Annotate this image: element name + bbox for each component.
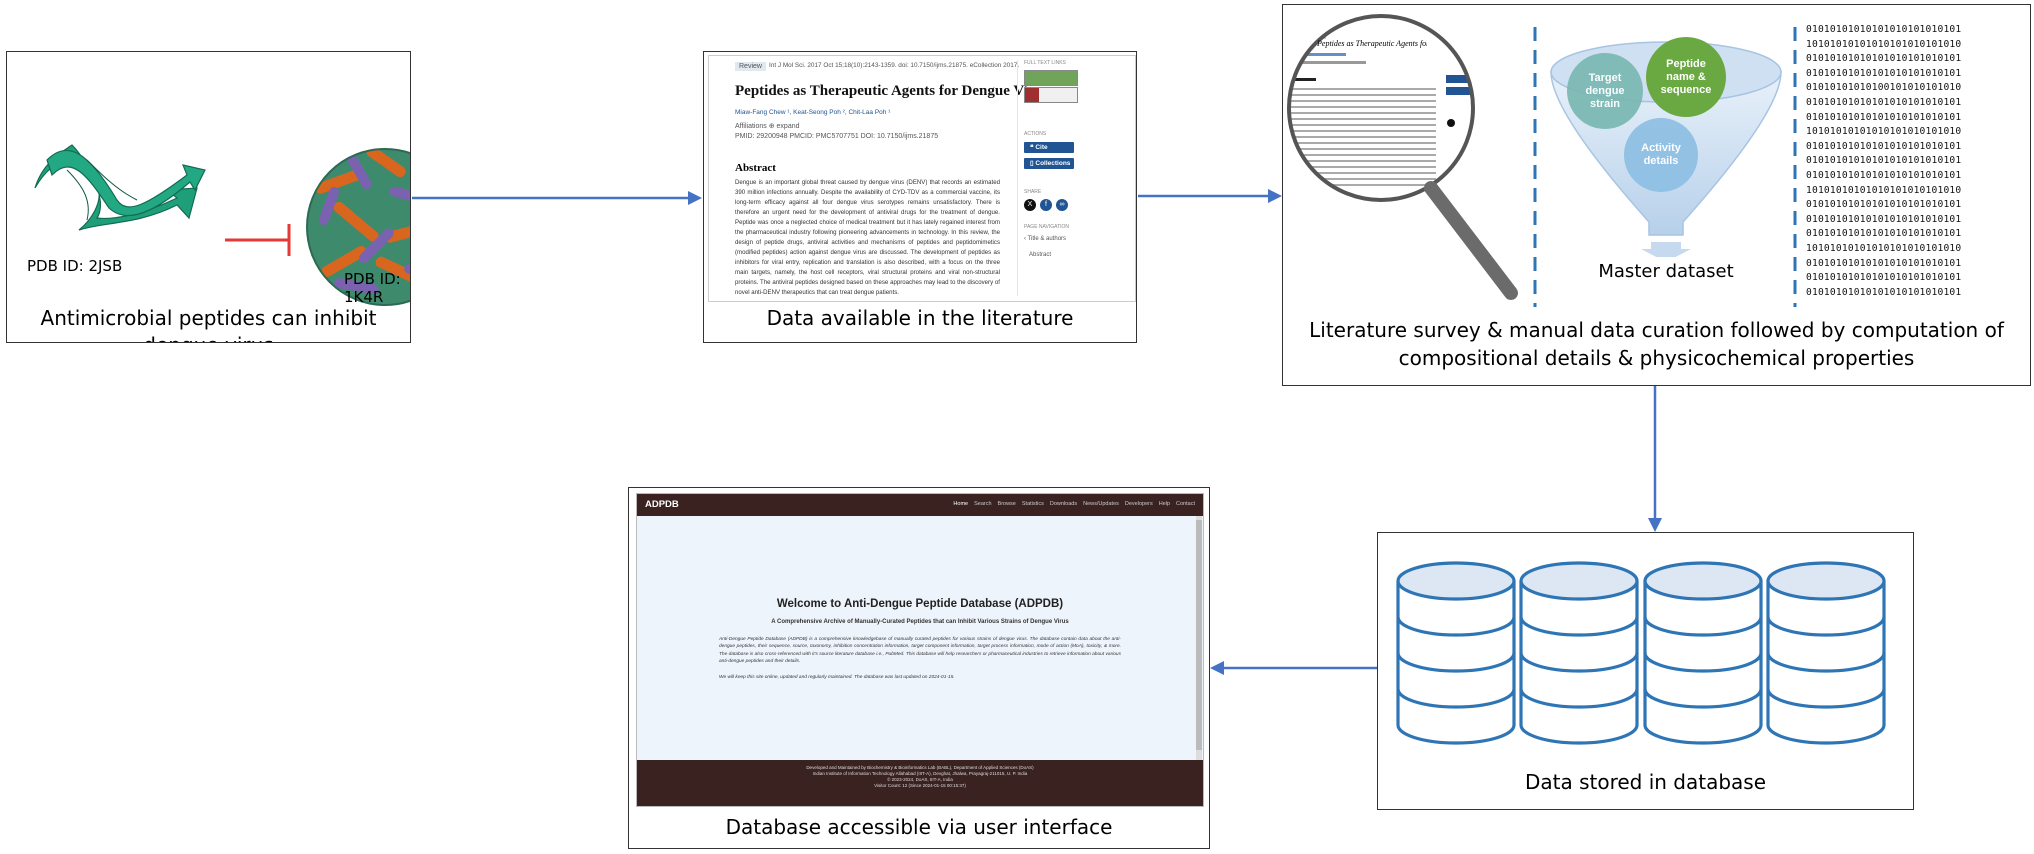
ui-description: Anti-Dengue Peptide Database (ADPDB) is … — [719, 637, 1121, 665]
nav-title-authors-label: Title & authors — [1027, 236, 1067, 242]
authors: Miaw-Fang Chew ¹, Keat-Seong Poh ², Chit… — [735, 109, 891, 116]
collections-button[interactable]: ▯ Collections — [1024, 158, 1074, 169]
cite-label: Cite — [1035, 144, 1048, 151]
database-panel: Data stored in database — [1377, 532, 1914, 810]
ui-screenshot: ADPDB Home Search Browse Statistics Download… — [636, 493, 1204, 807]
magnifying-glass-icon — [1287, 14, 1518, 300]
panel2-caption: Data available in the literature — [766, 306, 1074, 330]
binary-data-block: 01010101010101010101010101 1010101010101… — [1806, 24, 1962, 298]
arrow-right-icon — [412, 191, 702, 205]
ui-nav-links: Home Search Browse Statistics Downloads News/… — [953, 501, 1195, 507]
share-label: SHARE — [1024, 189, 1042, 195]
ui-update-note: We will keep this site online, updated a… — [719, 675, 955, 680]
database-icon — [1643, 561, 1763, 745]
ui-nav-help[interactable]: Help — [1158, 501, 1171, 507]
funnel-item-activity-label: Activity details — [1641, 142, 1681, 167]
ui-nav-browse[interactable]: Browse — [997, 501, 1016, 507]
affiliations[interactable]: Affiliations ⊕ expand — [735, 123, 800, 130]
publisher-link-icon[interactable] — [1024, 70, 1078, 86]
ui-main: Welcome to Anti-Dengue Peptide Database … — [637, 516, 1203, 760]
nav-abstract[interactable]: Abstract — [1029, 252, 1052, 258]
database-icons — [1396, 561, 1886, 745]
ui-subtitle: A Comprehensive Archive of Manually-Cura… — [771, 619, 1069, 625]
abstract-text: Dengue is an important global threat cau… — [735, 179, 1000, 296]
funnel-item-peptide-label: Peptide name & sequence — [1660, 57, 1712, 96]
funnel-item-strain-label: Target dengue strain — [1585, 71, 1625, 110]
ui-welcome-title: Welcome to Anti-Dengue Peptide Database … — [776, 598, 1064, 610]
ui-footer: Developed and Maintained by Biochemistry… — [637, 760, 1203, 806]
ui-footer-line2: Indian Institute of Information Technolo… — [812, 771, 1028, 776]
arrow-left-icon — [1210, 661, 1377, 675]
ui-nav-contact[interactable]: Contact — [1176, 501, 1195, 507]
facebook-share-icon[interactable]: f — [1040, 199, 1052, 211]
panel3-caption-line1: Literature survey & manual data curation… — [1309, 318, 2004, 342]
ui-nav-home[interactable]: Home — [953, 501, 969, 507]
panel5-caption: Database accessible via user interface — [725, 815, 1113, 839]
sidebar-divider — [1017, 60, 1018, 296]
ui-nav-news-updates[interactable]: News/Updates — [1083, 501, 1119, 507]
article-title: Peptides as Therapeutic Agents for Dengu… — [735, 83, 1049, 99]
database-icon — [1766, 561, 1886, 745]
page-nav-label: PAGE NAVIGATION — [1024, 224, 1070, 230]
citation: Int J Mol Sci. 2017 Oct 15;18(10):2143-1… — [769, 62, 1020, 69]
literature-panel: Review Int J Mol Sci. 2017 Oct 15;18(10)… — [703, 51, 1137, 343]
ui-nav-downloads[interactable]: Downloads — [1049, 501, 1078, 507]
database-icon — [1519, 561, 1639, 745]
pdb-id-right: PDB ID: 1K4R — [344, 270, 401, 306]
dashed-divider — [1533, 27, 1537, 307]
peptide-structure-icon — [34, 144, 206, 231]
nav-title-authors[interactable]: ‹ Title & authors — [1024, 236, 1067, 242]
full-text-links-label: FULL TEXT LINKS — [1024, 60, 1066, 66]
arrow-down-icon — [1648, 386, 1662, 532]
literature-screenshot: Review Int J Mol Sci. 2017 Oct 15;18(10)… — [708, 55, 1136, 302]
panel4-caption: Data stored in database — [1524, 770, 1767, 794]
ui-footer-line4: Visitor Count: 12 (Since 2024-01-15 00:1… — [874, 783, 966, 788]
ui-nav-statistics[interactable]: Statistics — [1021, 501, 1044, 507]
ui-nav-search[interactable]: Search — [974, 501, 992, 507]
ui-footer-line3: © 2023-2024, DoAS, IIIT-A, India — [887, 777, 953, 782]
collections-label: Collections — [1035, 160, 1071, 167]
ui-navbar: ADPDB Home Search Browse Statistics Download… — [637, 494, 1203, 516]
quote-icon: ❝ — [1030, 144, 1036, 151]
peptide-virus-panel: PDB ID: 2JSB — [6, 51, 411, 343]
cite-button[interactable]: ❝ Cite — [1024, 142, 1074, 153]
funnel-item-strain: Target dengue strain — [1567, 53, 1643, 129]
funnel-item-peptide: Peptide name & sequence — [1646, 37, 1726, 117]
abstract-heading: Abstract — [735, 162, 776, 174]
bookmark-icon: ▯ — [1030, 160, 1036, 167]
master-dataset-label: Master dataset — [1598, 261, 1734, 282]
database-icon — [1396, 561, 1516, 745]
inhibition-symbol — [225, 224, 291, 256]
pdb-id-left: PDB ID: 2JSB — [27, 257, 123, 275]
panel1-caption: Antimicrobial peptides can inhibit dengu… — [40, 306, 377, 342]
magnifier-article-title: Peptides as Therapeutic Agents for Dengu… — [1317, 39, 1427, 48]
ui-footer-line1: Developed and Maintained by Biochemistry… — [806, 765, 1034, 770]
x-share-icon[interactable]: X — [1024, 199, 1036, 211]
ui-scrollbar[interactable] — [1196, 516, 1202, 760]
dashed-divider — [1793, 27, 1797, 307]
actions-label: ACTIONS — [1024, 131, 1047, 137]
panel3-caption-line2: compositional details & physicochemical … — [1398, 346, 1915, 370]
link-share-icon[interactable]: ∞ — [1056, 199, 1068, 211]
review-badge: Review — [735, 62, 766, 71]
pmc-link-icon[interactable] — [1024, 87, 1078, 103]
funnel-item-activity: Activity details — [1624, 118, 1698, 192]
arrow-right-icon — [1138, 189, 1282, 203]
ui-nav-developers[interactable]: Developers — [1124, 501, 1153, 507]
ui-brand[interactable]: ADPDB — [645, 499, 679, 510]
dengue-virus-icon — [306, 148, 410, 306]
article-ids: PMID: 29200948 PMCID: PMC5707751 DOI: 10… — [735, 133, 939, 140]
ui-panel: ADPDB Home Search Browse Statistics Download… — [628, 487, 1210, 849]
curation-panel: Peptides as Therapeutic Agents for Dengu… — [1282, 4, 2031, 386]
